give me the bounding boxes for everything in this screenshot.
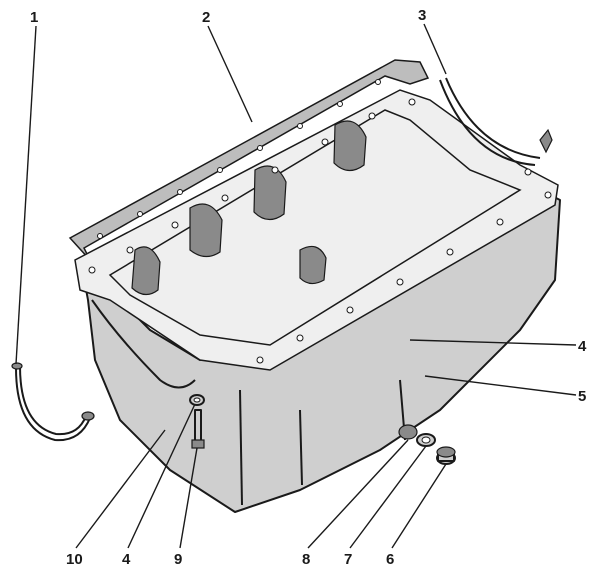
callout-7: 7 [344, 551, 352, 568]
front-seal [11, 362, 95, 442]
leader-lines [15, 23, 577, 549]
callout-9: 9 [174, 551, 182, 568]
bolt-washer [189, 394, 205, 406]
callout-6: 6 [386, 551, 394, 568]
internal-baffles [131, 120, 367, 296]
callout-2: 2 [202, 9, 210, 26]
oil-pan-body [74, 77, 561, 513]
gasket-bolt-holes [97, 79, 381, 239]
callouts: 1 2 3 4 5 6 7 8 9 4 10 [30, 7, 587, 568]
callout-4-bottom: 4 [122, 551, 131, 568]
drain-plug [436, 446, 456, 465]
flange-bolt-holes [88, 98, 552, 364]
callout-10: 10 [66, 551, 83, 568]
dipstick-boss [539, 128, 553, 154]
callout-1: 1 [30, 9, 38, 26]
pan-bolt [191, 409, 205, 449]
callout-3: 3 [418, 7, 426, 24]
callout-5: 5 [578, 388, 586, 405]
drain-boss [398, 424, 418, 440]
callout-8: 8 [302, 551, 310, 568]
callout-4-right: 4 [578, 338, 587, 355]
drain-washer [416, 433, 436, 447]
